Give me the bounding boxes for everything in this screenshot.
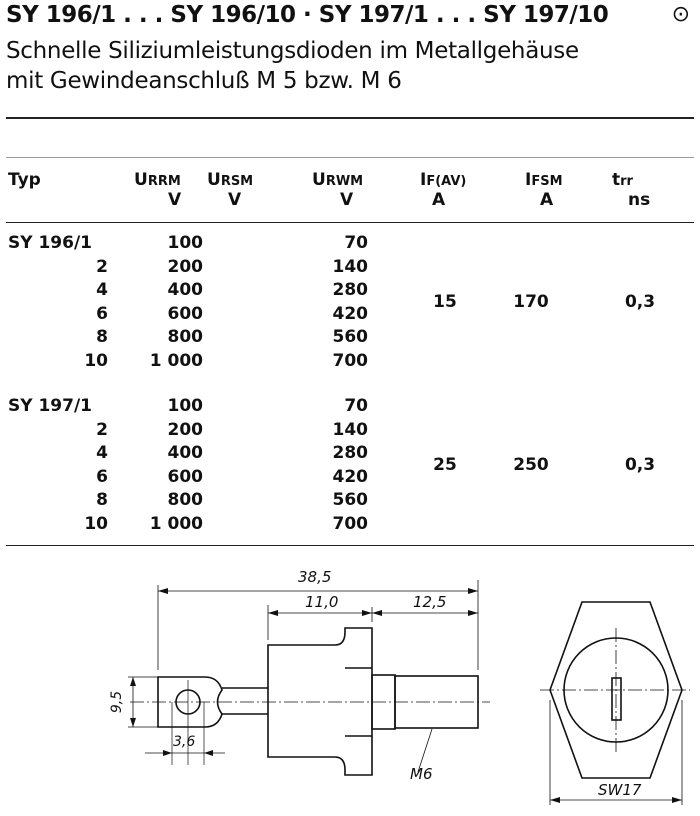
header-subscript: RRM	[147, 174, 181, 189]
cell-ifsm: 250	[513, 454, 549, 475]
cell-type: 10	[84, 513, 108, 534]
cell-urwm: 560	[332, 490, 369, 510]
cell-type: SY 196/1	[8, 233, 92, 253]
cell-urwm: 140	[332, 256, 369, 277]
dim-body: 11,0	[305, 593, 339, 611]
wrench-size-label: SW17	[598, 781, 642, 799]
cell-urrm: 200	[167, 419, 204, 440]
dim-hole: 3,6	[173, 734, 196, 750]
cell-urrm: 100	[167, 396, 204, 416]
cell-urrm: 400	[167, 280, 204, 300]
cell-type: 6	[96, 303, 108, 324]
column-header: IFSM	[525, 170, 563, 190]
cell-urwm: 420	[332, 466, 369, 487]
header-subscript: RWM	[325, 174, 364, 189]
cell-urwm: 280	[332, 280, 369, 300]
cell-urwm: 70	[344, 396, 368, 416]
cell-urwm: 700	[332, 350, 369, 371]
column-header: URWM	[312, 170, 363, 190]
cell-if-av: 25	[433, 454, 457, 475]
cell-trr: 0,3	[624, 291, 656, 312]
cell-trr: 0,3	[624, 454, 656, 475]
divider	[6, 117, 694, 119]
cell-type: 2	[96, 256, 108, 277]
header-symbol: U	[134, 170, 148, 190]
header-symbol: Typ	[8, 170, 41, 190]
header-symbol: t	[612, 170, 621, 190]
cell-ifsm: 170	[513, 291, 549, 312]
side-view	[128, 580, 490, 776]
cell-urwm: 420	[332, 303, 369, 324]
header-symbol: I	[525, 170, 532, 190]
cell-if-av: 15	[433, 291, 457, 312]
column-unit: A	[432, 190, 446, 210]
cell-type: 8	[96, 490, 108, 510]
cell-urrm: 100	[167, 233, 204, 253]
header-symbol: U	[207, 170, 221, 190]
header-subscript: F(AV)	[426, 174, 467, 189]
column-header: IF(AV)	[420, 170, 466, 190]
divider	[6, 222, 694, 223]
dim-thread: 12,5	[413, 593, 447, 611]
column-unit: V	[168, 190, 182, 210]
cell-urrm: 800	[167, 327, 204, 347]
header-subscript: RSM	[220, 174, 254, 189]
cell-type: 2	[96, 419, 108, 440]
cell-type: 8	[96, 327, 108, 347]
cell-urrm: 800	[167, 490, 204, 510]
column-header: trr	[612, 170, 633, 190]
subtitle-line-1: Schnelle Siliziumleistungsdioden im Meta…	[6, 38, 579, 64]
column-header: Typ	[8, 170, 41, 190]
cell-type: 6	[96, 466, 108, 487]
dim-total: 38,5	[298, 568, 332, 586]
header-subscript: rr	[620, 174, 633, 189]
thread-label: M6	[410, 765, 433, 783]
header-subscript: FSM	[531, 174, 563, 189]
subtitle-line-2: mit Gewindeanschluß M 5 bzw. M 6	[6, 68, 402, 94]
cell-urrm: 600	[167, 466, 204, 487]
column-unit: V	[340, 190, 354, 210]
column-unit: V	[228, 190, 242, 210]
cell-urwm: 70	[344, 233, 368, 253]
page-title: SY 196/1 . . . SY 196/10 · SY 197/1 . . …	[6, 2, 609, 28]
cell-urwm: 560	[332, 327, 369, 347]
column-unit: A	[540, 190, 554, 210]
column-header: URSM	[207, 170, 253, 190]
circle-dot-symbol: ⊙	[671, 2, 690, 27]
cell-urrm: 1 000	[149, 350, 203, 371]
cell-urrm: 600	[167, 303, 204, 324]
divider	[6, 157, 694, 158]
cell-urrm: 1 000	[149, 513, 203, 534]
cell-type: 10	[84, 350, 108, 371]
header-symbol: I	[420, 170, 427, 190]
cell-type: 4	[96, 443, 108, 463]
header-symbol: U	[312, 170, 326, 190]
cell-urwm: 280	[332, 443, 369, 463]
cell-urrm: 400	[167, 443, 204, 463]
cell-urwm: 140	[332, 419, 369, 440]
cell-urrm: 200	[167, 256, 204, 277]
column-header: URRM	[134, 170, 181, 190]
cell-type: SY 197/1	[8, 396, 92, 416]
column-unit: ns	[628, 190, 651, 210]
divider	[6, 545, 694, 546]
cell-urwm: 700	[332, 513, 369, 534]
end-view	[540, 601, 690, 805]
cell-type: 4	[96, 280, 108, 300]
dim-lug-height: 9,5	[109, 690, 126, 714]
